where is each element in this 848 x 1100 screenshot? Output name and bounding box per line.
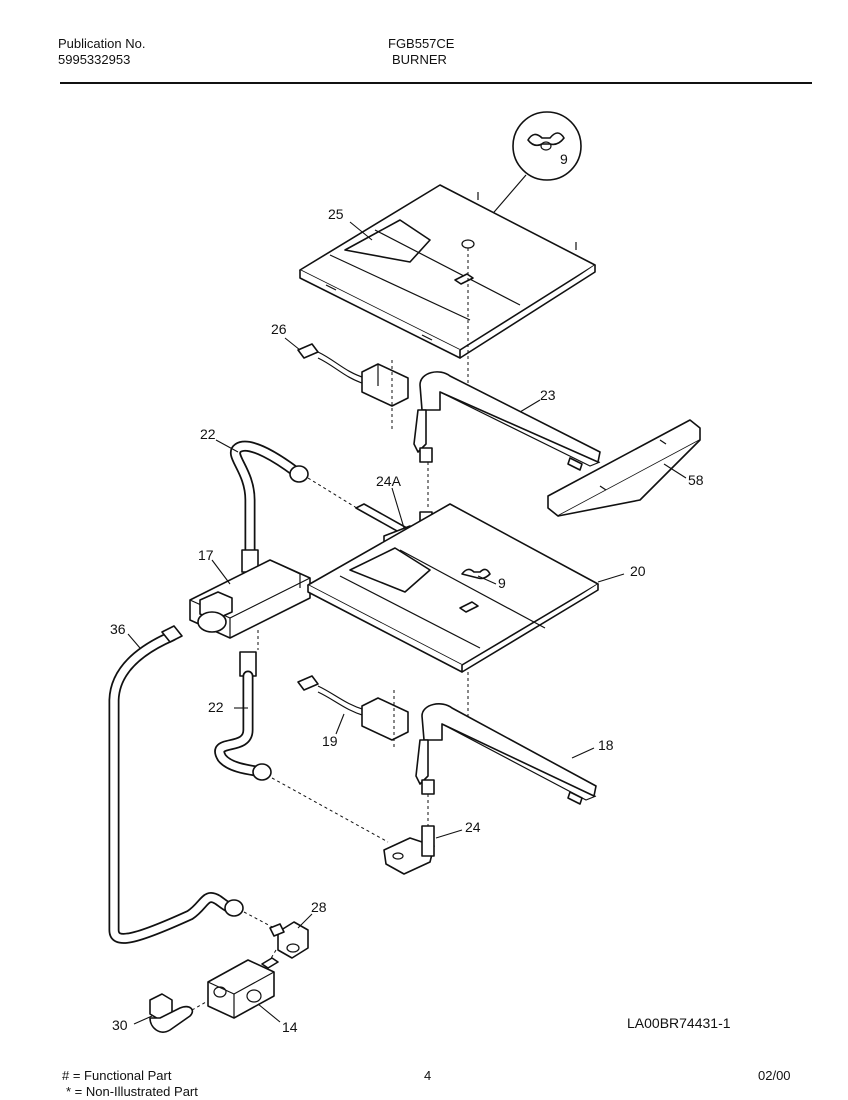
lower-gas-line bbox=[214, 651, 389, 843]
upper-burner-baffle bbox=[299, 184, 596, 359]
section-title: BURNER bbox=[392, 52, 447, 67]
callout-24a: 24A bbox=[376, 473, 402, 489]
lower-orifice-holder bbox=[383, 825, 435, 875]
header-divider bbox=[60, 82, 812, 84]
callout-23: 23 bbox=[540, 387, 556, 403]
callout-14: 14 bbox=[282, 1019, 298, 1035]
upper-burner-tube bbox=[413, 371, 601, 510]
publication-number: 5995332953 bbox=[58, 52, 131, 67]
callout-24: 24 bbox=[465, 819, 481, 835]
diagram-code: LA00BR74431-1 bbox=[627, 1015, 731, 1031]
publication-label: Publication No. bbox=[58, 36, 146, 51]
callout-25: 25 bbox=[328, 206, 344, 222]
inlet-fitting bbox=[149, 993, 207, 1033]
lower-burner-tube bbox=[415, 703, 597, 826]
burner-bracket bbox=[547, 419, 701, 517]
lower-burner-baffle bbox=[307, 503, 599, 720]
lower-igniter bbox=[297, 675, 409, 748]
callout-26: 26 bbox=[271, 321, 287, 337]
upper-igniter bbox=[297, 343, 409, 430]
model-number: FGB557CE bbox=[388, 36, 455, 51]
callout-leaders bbox=[127, 221, 687, 1025]
pressure-regulator bbox=[207, 957, 279, 1019]
main-gas-tube bbox=[108, 625, 279, 944]
revision-date: 02/00 bbox=[758, 1068, 791, 1083]
callout-22-top: 22 bbox=[200, 426, 216, 442]
legend-functional-part: # = Functional Part bbox=[62, 1068, 172, 1083]
page-number: 4 bbox=[424, 1068, 432, 1083]
callout-28: 28 bbox=[311, 899, 327, 915]
elbow-fitting bbox=[269, 921, 309, 961]
callout-9-mid: 9 bbox=[498, 575, 506, 591]
callout-30: 30 bbox=[112, 1017, 128, 1033]
callout-9-top: 9 bbox=[560, 151, 568, 167]
callout-17: 17 bbox=[198, 547, 214, 563]
callout-36: 36 bbox=[110, 621, 126, 637]
callout-19: 19 bbox=[322, 733, 338, 749]
gas-valve bbox=[189, 559, 311, 650]
callout-58: 58 bbox=[688, 472, 704, 488]
callout-22-bottom: 22 bbox=[208, 699, 224, 715]
wing-nut-detail-circle bbox=[469, 111, 582, 241]
legend-non-illustrated-part: * = Non-Illustrated Part bbox=[66, 1084, 198, 1099]
callout-20: 20 bbox=[630, 563, 646, 579]
upper-gas-line bbox=[230, 440, 361, 573]
callout-18: 18 bbox=[598, 737, 614, 753]
